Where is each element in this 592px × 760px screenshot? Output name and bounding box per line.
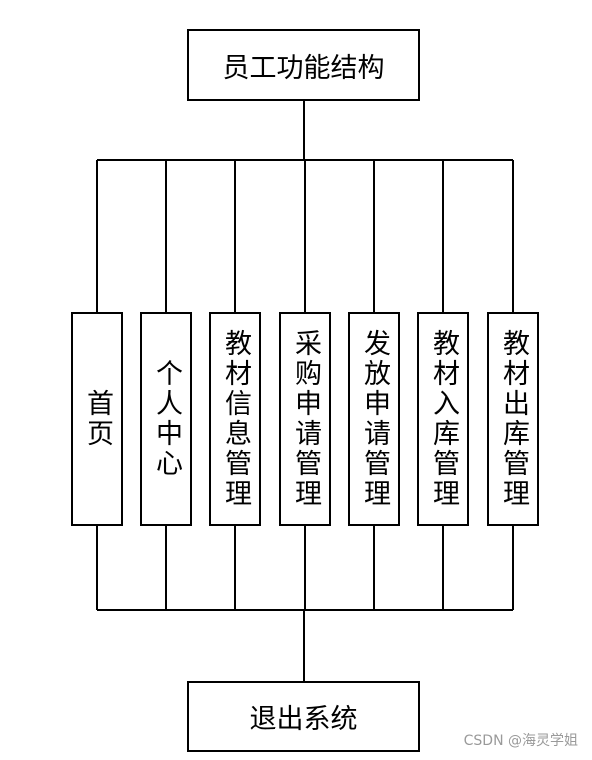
module-label: 教材出库管理 xyxy=(498,329,529,509)
bottom-node: 退出系统 xyxy=(187,681,420,752)
module-node-textbook-info: 教材信息管理 xyxy=(209,312,261,526)
module-node-personal-center: 个人中心 xyxy=(140,312,192,526)
module-node-home: 首页 xyxy=(71,312,123,526)
module-node-textbook-inbound: 教材入库管理 xyxy=(417,312,469,526)
module-node-issue-request: 发放申请管理 xyxy=(348,312,400,526)
module-label: 个人中心 xyxy=(151,359,182,479)
module-label: 发放申请管理 xyxy=(359,329,390,509)
module-node-textbook-outbound: 教材出库管理 xyxy=(487,312,539,526)
module-label: 教材信息管理 xyxy=(220,329,251,509)
module-label: 首页 xyxy=(82,389,113,449)
module-label: 教材入库管理 xyxy=(428,329,459,509)
bottom-node-label: 退出系统 xyxy=(249,704,358,735)
module-node-purchase-request: 采购申请管理 xyxy=(279,312,331,526)
watermark: CSDN @海灵学姐 xyxy=(463,733,578,749)
top-node: 员工功能结构 xyxy=(187,29,420,101)
module-label: 采购申请管理 xyxy=(290,329,321,509)
top-node-label: 员工功能结构 xyxy=(222,52,385,84)
